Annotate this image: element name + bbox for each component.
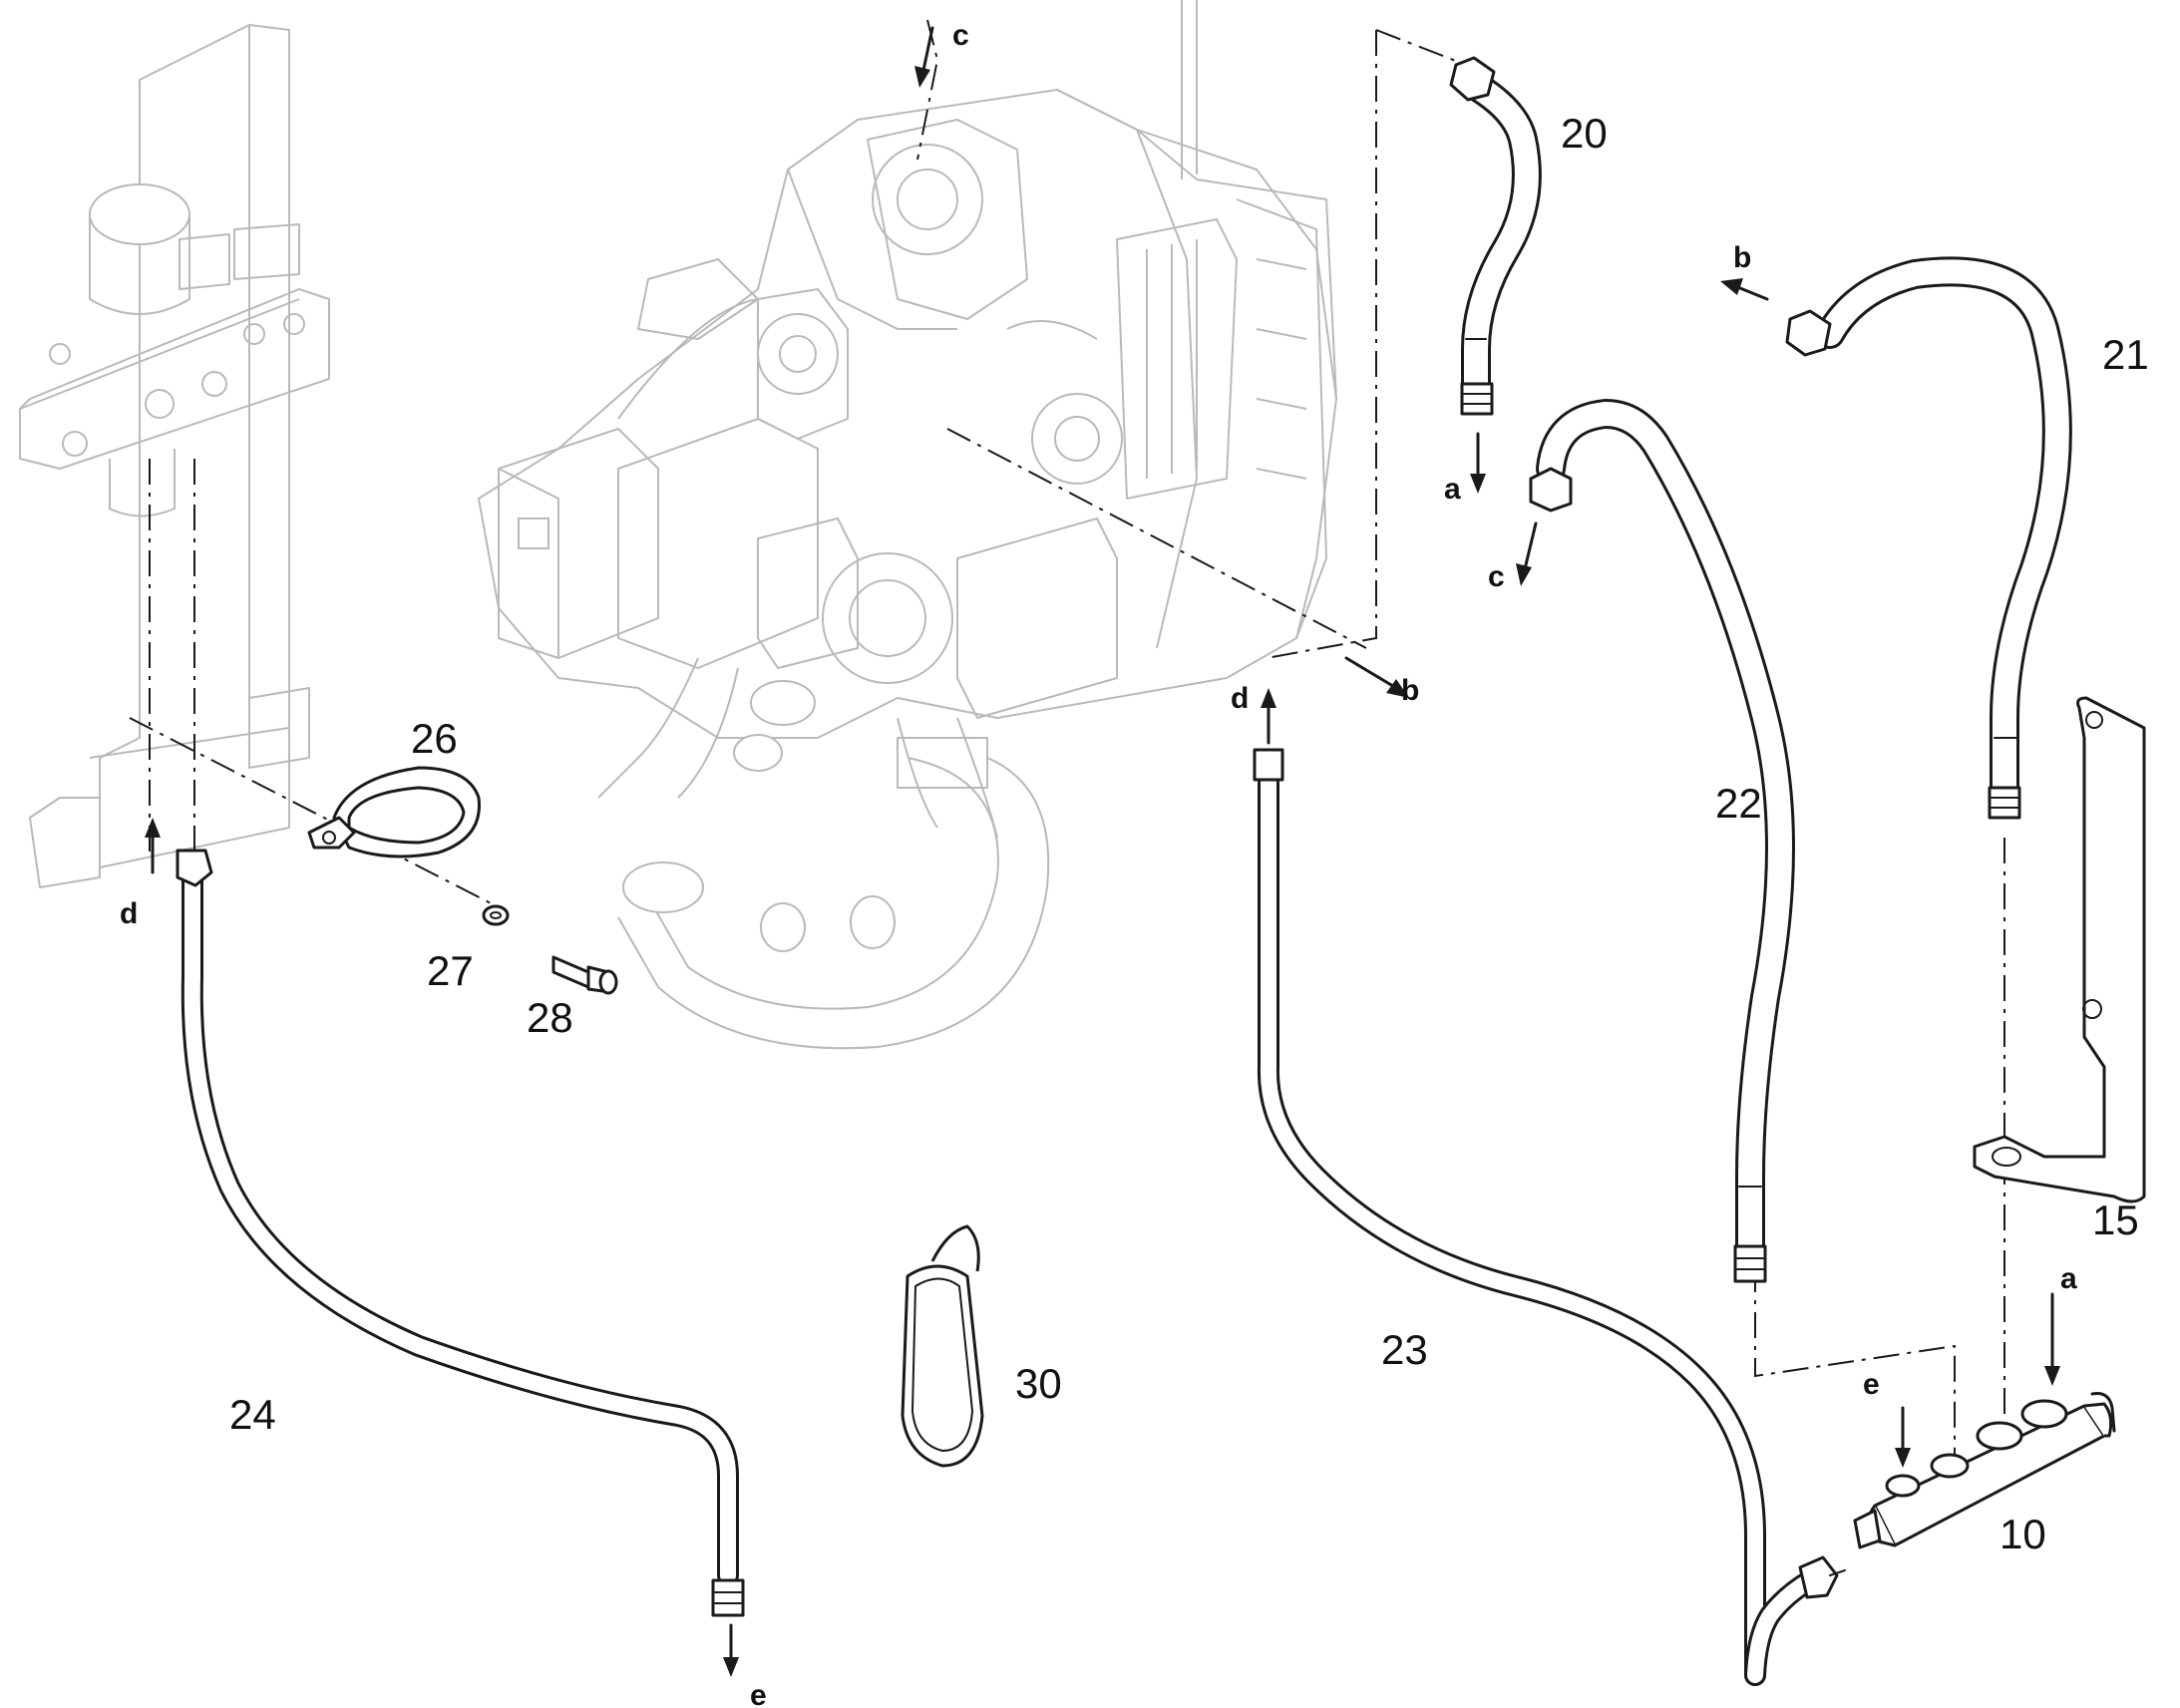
elbow-tube-background — [617, 757, 1050, 1050]
transmission-pump-assembly-background — [478, 0, 1337, 839]
callout-27: 27 — [427, 947, 474, 994]
connection-label-c-top: c — [952, 19, 969, 52]
bolt-28 — [551, 955, 618, 995]
connection-label-e-right: e — [1863, 1368, 1880, 1401]
callout-24: 24 — [229, 1391, 276, 1438]
valve-block-bracket-background — [19, 24, 330, 888]
callout-22: 22 — [1715, 780, 1762, 827]
clamp-26 — [307, 766, 481, 858]
manifold-10 — [1853, 1392, 2116, 1549]
callout-10: 10 — [1999, 1511, 2046, 1557]
connection-label-d-left: d — [120, 897, 138, 930]
connection-label-b-top: b — [1733, 241, 1751, 274]
hose-21 — [1785, 256, 2072, 820]
hose-22 — [1529, 399, 1795, 1283]
callout-21: 21 — [2102, 331, 2149, 378]
band-30 — [901, 1224, 984, 1468]
hose-24 — [176, 849, 745, 1617]
callout-23: 23 — [1381, 1326, 1428, 1373]
callout-15: 15 — [2092, 1196, 2139, 1243]
connection-arrows — [145, 26, 2060, 1677]
hose-20 — [1449, 56, 1542, 416]
callout-28: 28 — [527, 994, 573, 1041]
connection-label-d-center: d — [1231, 682, 1249, 715]
callout-30: 30 — [1015, 1360, 1062, 1407]
callout-26: 26 — [411, 715, 458, 762]
washer-27 — [482, 904, 510, 926]
connection-label-c-mid: c — [1488, 560, 1505, 593]
connection-label-e-left: e — [750, 1679, 767, 1708]
connection-label-b-right: b — [1401, 674, 1419, 707]
callout-20: 20 — [1561, 110, 1608, 157]
bracket-15 — [1973, 696, 2146, 1203]
connection-label-a-bottom: a — [2060, 1262, 2077, 1295]
connection-label-a-top: a — [1444, 473, 1461, 506]
hose-23 — [1253, 748, 1839, 1686]
